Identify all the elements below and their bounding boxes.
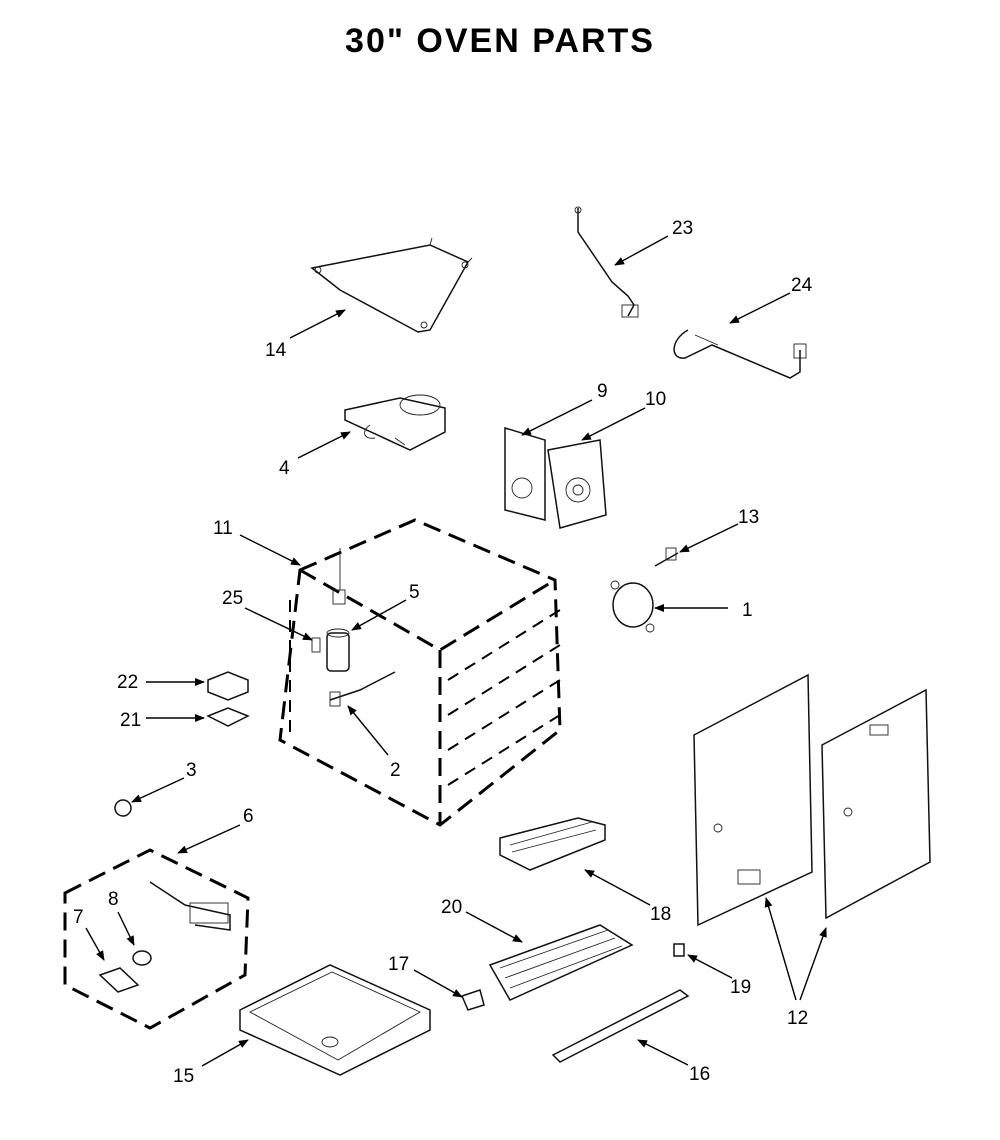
part-12-side-panel-right	[821, 688, 931, 920]
part-17-clip	[460, 989, 485, 1011]
callout-9: 9	[597, 381, 608, 402]
callout-25: 25	[222, 588, 243, 609]
callout-16: 16	[689, 1064, 710, 1085]
callout-3: 3	[186, 760, 197, 781]
callout-22: 22	[117, 672, 138, 693]
part-20-burner	[488, 924, 634, 1001]
part-2-sensor	[329, 671, 396, 707]
part-12-side-panel-left	[693, 673, 813, 927]
callout-7: 7	[73, 907, 84, 928]
part-15-pan	[239, 964, 431, 1076]
part-8-bulb	[132, 950, 152, 966]
callout-21: 21	[120, 710, 141, 731]
callout-numbers: 1 2 3 4 5 6 7 8 9 10 11 12 13 14 15 16 1…	[73, 218, 813, 1087]
callout-8: 8	[108, 889, 119, 910]
part-21-insulation-pad	[206, 707, 250, 727]
part-14-top-panel	[310, 237, 473, 333]
part-18-burner	[499, 817, 606, 871]
part-13-screw	[654, 547, 679, 567]
part-11-oven-cavity	[278, 518, 562, 827]
part-23-gas-tube	[574, 206, 639, 318]
callout-18: 18	[650, 904, 671, 925]
callout-15: 15	[173, 1066, 194, 1087]
diagram-title: 30" OVEN PARTS	[345, 22, 655, 60]
callout-11: 11	[213, 518, 233, 539]
part-3-socket	[114, 799, 132, 817]
callout-20: 20	[441, 897, 462, 918]
part-16-rail	[551, 989, 690, 1063]
part-5-igniter	[326, 628, 350, 672]
callout-17: 17	[388, 954, 409, 975]
callout-2: 2	[390, 760, 401, 781]
callout-23: 23	[672, 218, 693, 239]
callout-13: 13	[738, 507, 759, 528]
part-9-bracket	[504, 426, 546, 521]
callout-19: 19	[730, 977, 751, 998]
callout-5: 5	[409, 582, 420, 603]
part-25-screw	[311, 637, 321, 653]
part-19-screw	[673, 943, 685, 957]
callout-6: 6	[243, 806, 254, 827]
part-10-bracket	[547, 439, 607, 529]
callout-4: 4	[279, 458, 290, 479]
leader-lines	[85, 235, 827, 1067]
part-6-light-assembly	[63, 848, 250, 1030]
part-4-switch-assembly	[344, 394, 446, 451]
part-22-insulation-block	[207, 671, 249, 701]
callout-10: 10	[645, 389, 666, 410]
part-24-burner-tube	[673, 329, 807, 379]
part-1-mount	[610, 580, 655, 633]
callout-24: 24	[791, 275, 813, 296]
callout-14: 14	[265, 340, 287, 361]
callout-1: 1	[742, 600, 753, 621]
part-7-lens	[98, 967, 140, 993]
callout-12: 12	[787, 1008, 808, 1029]
